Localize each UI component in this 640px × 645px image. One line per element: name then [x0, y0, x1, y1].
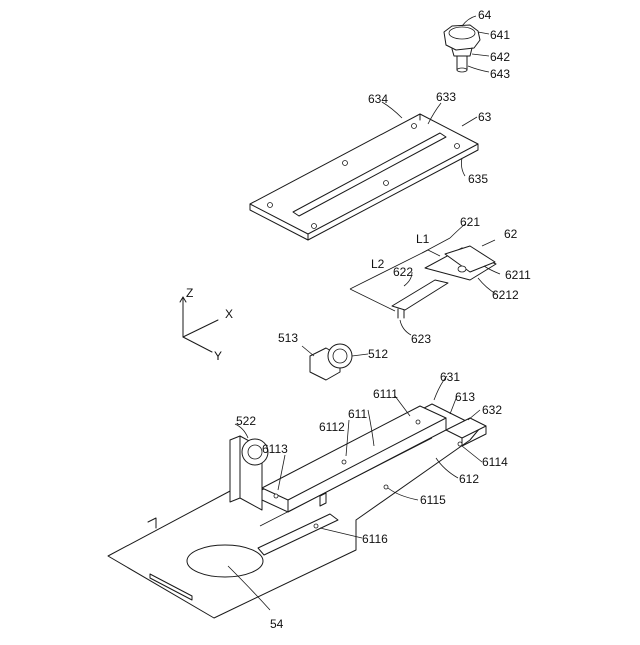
label-6112: 6112: [319, 420, 345, 434]
label-612: 612: [459, 472, 479, 486]
label-L2: L2: [371, 257, 385, 271]
part-61-base-plate: [108, 404, 486, 618]
axis-label-x: X: [225, 307, 233, 321]
label-632: 632: [482, 403, 502, 417]
label-634: 634: [368, 92, 388, 106]
label-642: 642: [490, 50, 510, 64]
label-6116: 6116: [362, 532, 388, 546]
label-622: 622: [393, 265, 413, 279]
part-63-cover-plate: [250, 114, 478, 240]
label-513: 513: [278, 331, 298, 345]
label-63: 63: [478, 110, 492, 124]
label-6113: 6113: [262, 442, 288, 456]
part-62-lever: [350, 238, 496, 318]
part-64-knob: [444, 25, 480, 72]
label-L1: L1: [416, 232, 430, 246]
label-611: 611: [348, 407, 367, 421]
label-621: 621: [460, 215, 480, 229]
label-631: 631: [440, 370, 460, 384]
label-64: 64: [478, 8, 492, 22]
label-633: 633: [436, 90, 456, 104]
part-512-bracket: [310, 344, 352, 380]
label-512: 512: [368, 347, 388, 361]
label-522: 522: [236, 414, 256, 428]
label-635: 635: [468, 172, 488, 186]
label-643: 643: [490, 67, 510, 81]
label-641: 641: [490, 28, 510, 42]
label-62: 62: [504, 227, 518, 241]
label-6211: 6211: [505, 268, 531, 282]
label-623: 623: [411, 332, 431, 346]
label-6115: 6115: [420, 493, 446, 507]
label-6212: 6212: [492, 288, 519, 302]
axis-triad: [180, 297, 218, 352]
label-6111: 6111: [373, 387, 398, 401]
label-6114: 6114: [482, 455, 508, 469]
label-54: 54: [270, 617, 284, 631]
axis-label-y: Y: [214, 349, 222, 363]
axis-label-z: Z: [186, 286, 193, 300]
label-613: 613: [455, 390, 475, 404]
